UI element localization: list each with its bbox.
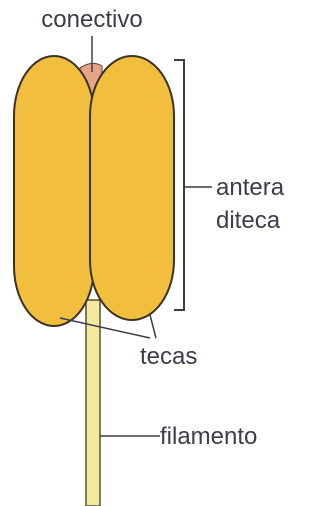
theca-right [90,56,174,320]
label-diteca: diteca [216,207,281,234]
label-conectivo: conectivo [41,6,142,33]
theca-left [14,56,94,326]
filament [86,300,100,506]
label-tecas: tecas [140,343,197,370]
label-antera: antera [216,174,285,201]
label-filamento: filamento [160,423,257,450]
tecas-pointer-right [150,315,156,338]
tecas-pointer-left [60,318,150,338]
anther-bracket [174,60,184,310]
